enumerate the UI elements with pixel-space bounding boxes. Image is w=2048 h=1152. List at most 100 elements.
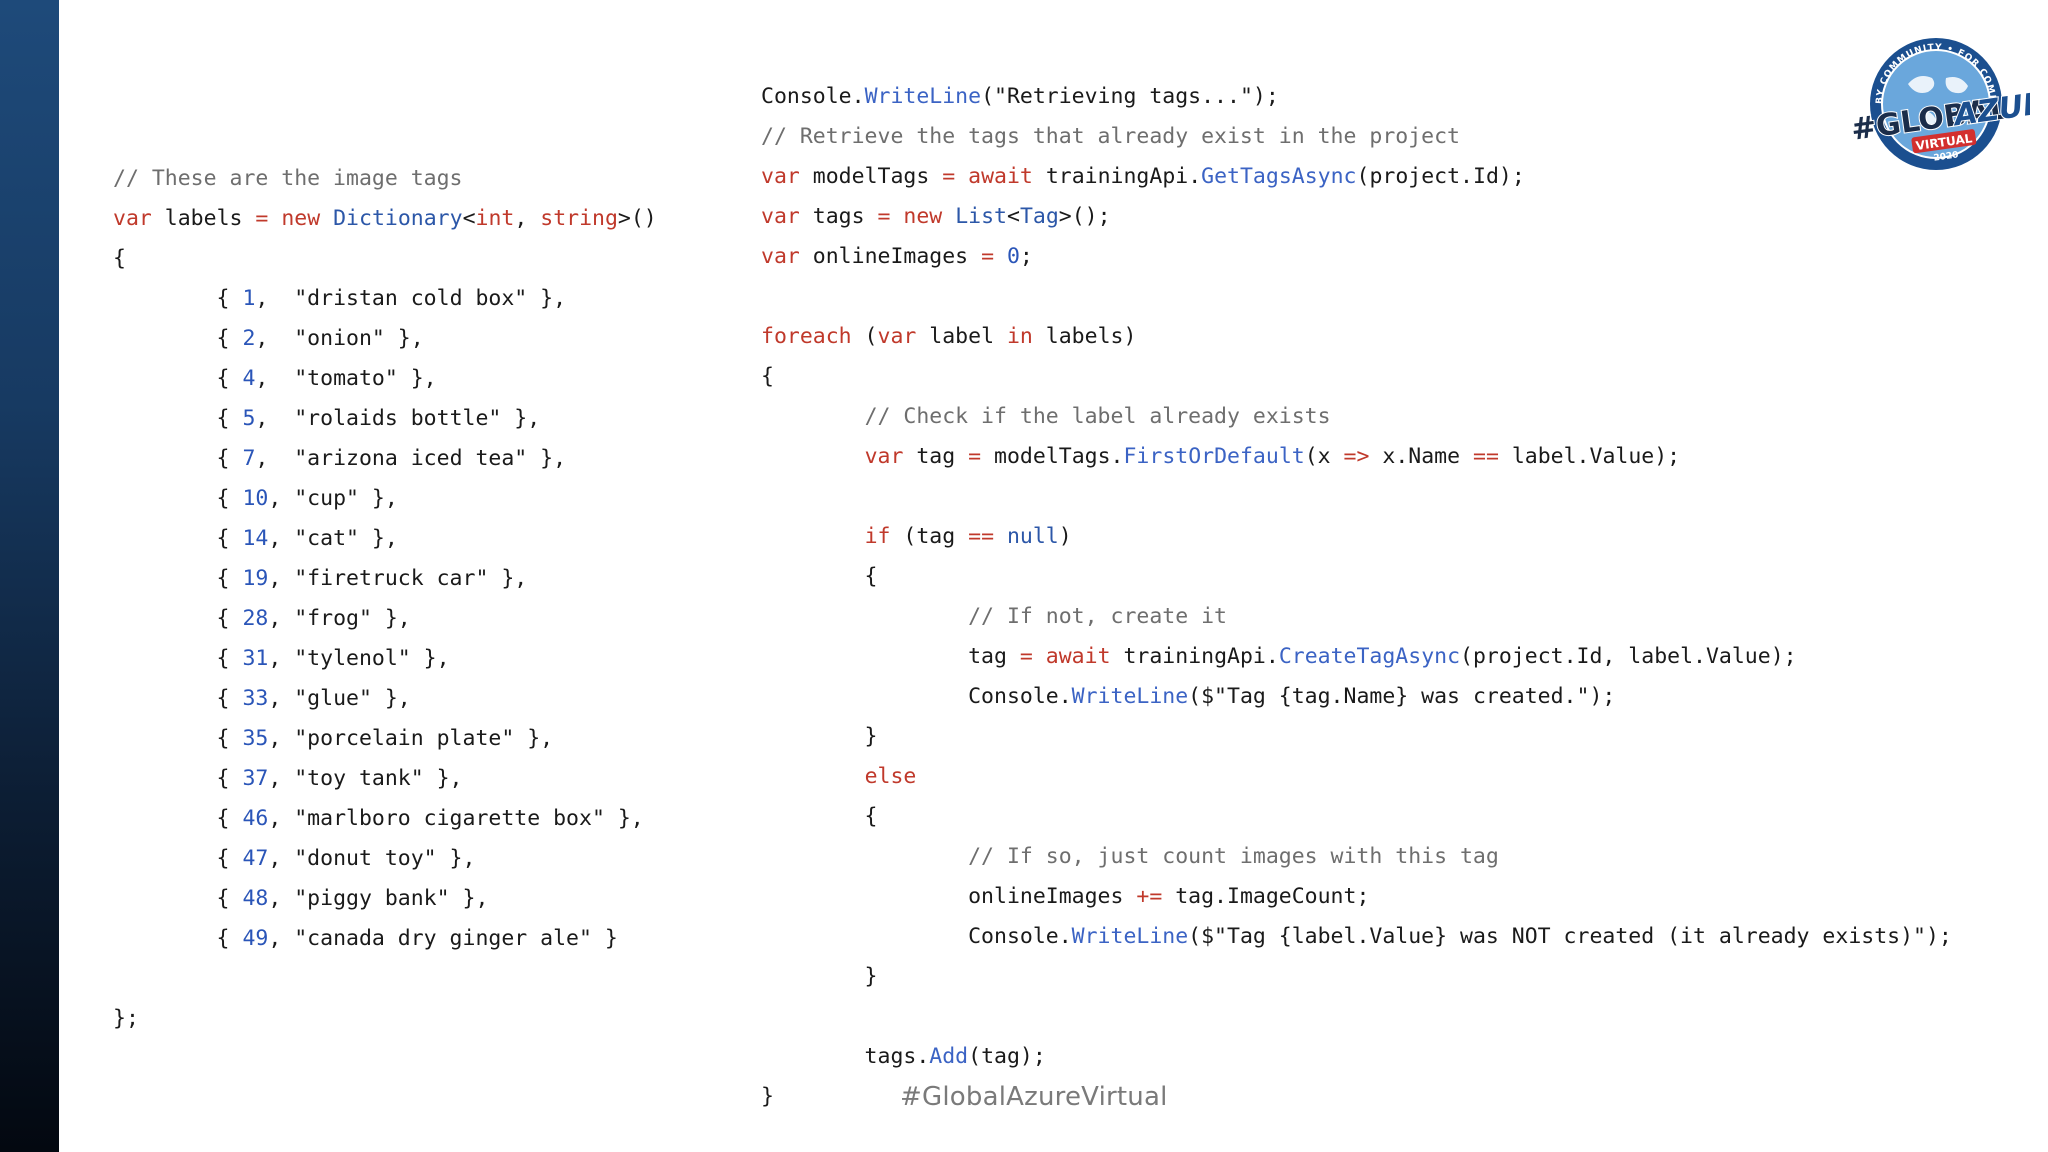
code-token: else [864, 764, 917, 789]
code-token: , "dristan cold box" }, [255, 286, 567, 311]
code-line: tag = await trainingApi.CreateTagAsync(p… [761, 637, 1952, 677]
code-token: var [761, 244, 800, 269]
code-token: (project.Id, label.Value); [1460, 644, 1797, 669]
logo-year: 2020 [1933, 150, 1959, 163]
code-token: 31 [242, 646, 269, 671]
code-token: = [942, 164, 956, 189]
code-token: { [113, 926, 243, 951]
code-token [942, 204, 955, 229]
code-token: { [113, 766, 243, 791]
code-line: { 4, "tomato" }, [113, 359, 657, 399]
code-token: { [113, 286, 243, 311]
code-token: >(); [1058, 204, 1111, 229]
code-token: 5 [242, 406, 256, 431]
code-token: 49 [242, 926, 269, 951]
code-token [994, 524, 1007, 549]
code-token: await [1045, 644, 1111, 669]
code-token: new [903, 204, 943, 229]
code-token: 37 [242, 766, 269, 791]
code-token: => [1343, 444, 1370, 469]
code-token: 35 [242, 726, 269, 751]
code-token: { [113, 326, 243, 351]
code-token [994, 244, 1007, 269]
code-line: } [761, 1077, 1952, 1117]
code-line: { [113, 239, 657, 279]
code-token: ("Retrieving tags..."); [981, 84, 1279, 109]
code-token: Add [929, 1044, 969, 1069]
code-line [761, 997, 1952, 1037]
code-token: { [113, 246, 126, 271]
code-token: Console. [761, 924, 1072, 949]
code-token: , [514, 206, 541, 231]
code-token: { [113, 406, 243, 431]
global-azure-virtual-logo: BY COMMUNITY • FOR COMMUNITY • #GLOBAL A… [1842, 24, 2030, 170]
code-token: { [113, 366, 243, 391]
code-token: tag [761, 644, 1020, 669]
code-token: 7 [242, 446, 256, 471]
code-token: // These are the image tags [113, 166, 463, 191]
code-line: else [761, 757, 1952, 797]
code-line: } [761, 957, 1952, 997]
code-line: { [761, 557, 1952, 597]
code-line: { 1, "dristan cold box" }, [113, 279, 657, 319]
code-token: , "marlboro cigarette box" }, [268, 806, 644, 831]
code-token: // Retrieve the tags that already exist … [761, 124, 1460, 149]
code-line: { [761, 797, 1952, 837]
code-token: label.Value); [1498, 444, 1681, 469]
code-token [761, 604, 968, 629]
code-token: } [761, 724, 878, 749]
code-token: foreach [761, 324, 852, 349]
slide-hashtag: #GlobalAzureVirtual [900, 1082, 1168, 1112]
code-token: tags [799, 204, 878, 229]
code-token: await [968, 164, 1033, 189]
code-token: tags. [761, 1044, 930, 1069]
code-token: < [462, 206, 476, 231]
code-token: 2 [242, 326, 256, 351]
code-token: new [281, 206, 321, 231]
code-token: , "donut toy" }, [268, 846, 476, 871]
code-token: , "frog" }, [268, 606, 411, 631]
code-token: { [761, 564, 878, 589]
code-token: label [916, 324, 1007, 349]
code-token: 33 [242, 686, 269, 711]
code-token: var [864, 444, 904, 469]
code-token: } [761, 1084, 774, 1109]
code-token: // If not, create it [968, 604, 1227, 629]
code-line: foreach (var label in labels) [761, 317, 1952, 357]
code-line [761, 477, 1952, 517]
code-line: Console.WriteLine($"Tag {label.Value} wa… [761, 917, 1952, 957]
code-token: , "toy tank" }, [268, 766, 463, 791]
code-line: // These are the image tags [113, 159, 657, 199]
code-line: // Retrieve the tags that already exist … [761, 117, 1952, 157]
code-line: Console.WriteLine($"Tag {tag.Name} was c… [761, 677, 1952, 717]
code-line: { 31, "tylenol" }, [113, 639, 657, 679]
code-token: 46 [242, 806, 269, 831]
code-token: 48 [242, 886, 269, 911]
code-line: { 35, "porcelain plate" }, [113, 719, 657, 759]
code-token: { [113, 446, 243, 471]
code-token [955, 164, 968, 189]
code-token: onlineImages [799, 244, 982, 269]
code-line: if (tag == null) [761, 517, 1952, 557]
code-token: { [113, 606, 243, 631]
code-token: { [761, 364, 774, 389]
code-token: List [955, 204, 1007, 229]
code-token: += [1136, 884, 1163, 909]
code-token: string [540, 206, 618, 231]
code-token: { [761, 804, 878, 829]
code-token: GetTagsAsync [1201, 164, 1357, 189]
code-line: { 10, "cup" }, [113, 479, 657, 519]
code-token: , "cat" }, [268, 526, 398, 551]
code-line: }; [113, 999, 657, 1039]
code-token: in [1006, 324, 1033, 349]
code-token: , "tylenol" }, [268, 646, 450, 671]
code-line: { 48, "piggy bank" }, [113, 879, 657, 919]
code-line: { 7, "arizona iced tea" }, [113, 439, 657, 479]
code-token: 4 [242, 366, 256, 391]
code-line: { 5, "rolaids bottle" }, [113, 399, 657, 439]
code-token: // Check if the label already exists [864, 404, 1331, 429]
code-token: Dictionary [333, 206, 463, 231]
code-token [761, 524, 865, 549]
code-token: Console. [761, 684, 1072, 709]
code-line: // If so, just count images with this ta… [761, 837, 1952, 877]
